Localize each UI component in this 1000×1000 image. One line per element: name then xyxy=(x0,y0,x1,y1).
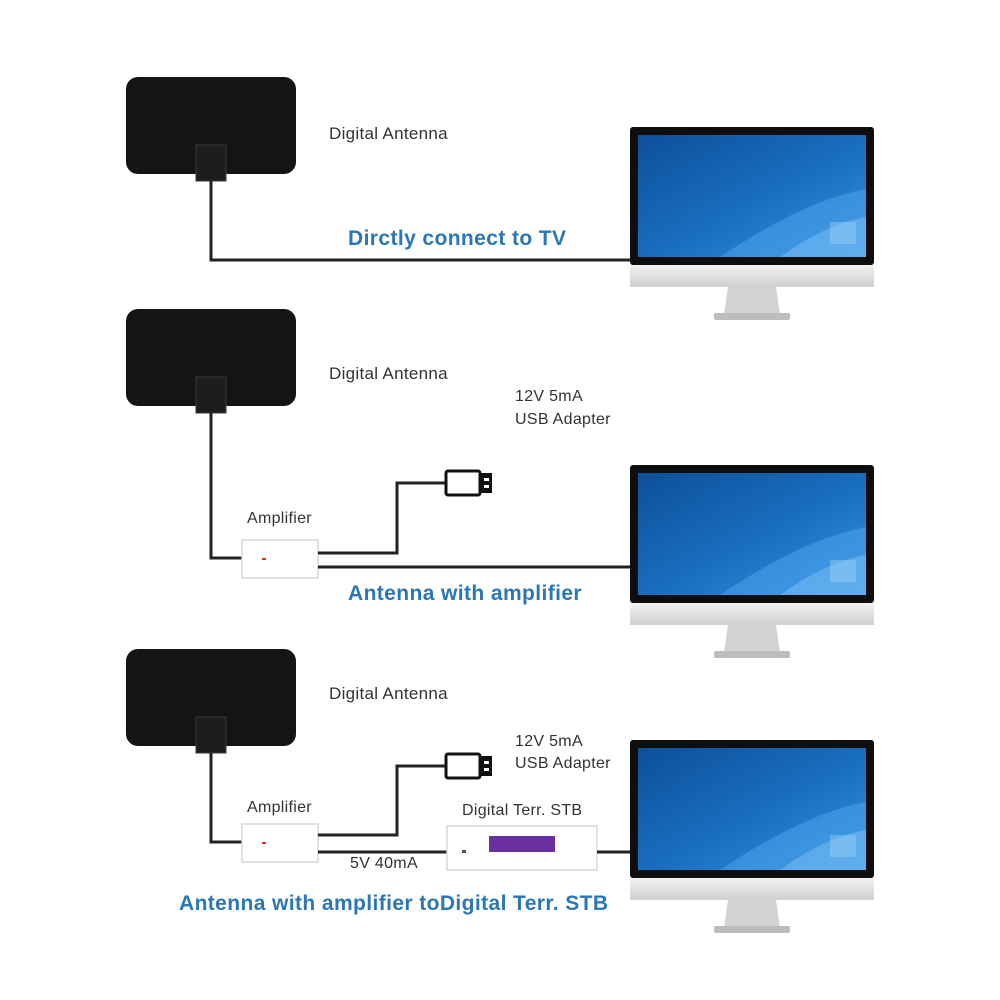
amplifier xyxy=(241,539,319,579)
tv-monitor xyxy=(630,127,874,320)
usb-plug-icon xyxy=(444,469,494,497)
usb-adapter-label: USB Adapter xyxy=(515,411,611,428)
power-spec-label: 5V 40mA xyxy=(350,855,418,872)
amplifier xyxy=(241,823,319,863)
coax-cable xyxy=(209,753,242,844)
coax-cable xyxy=(209,181,632,262)
power-cable xyxy=(318,481,445,555)
caption-antenna-amplifier-stb: Antenna with amplifier toDigital Terr. S… xyxy=(179,892,609,915)
usb-adapter-spec: 12V 5mA xyxy=(515,733,583,750)
digital-terr-stb xyxy=(446,825,598,871)
amplifier-label: Amplifier xyxy=(247,510,312,527)
digital-antenna xyxy=(125,308,297,414)
amplifier-label: Amplifier xyxy=(247,799,312,816)
antenna-label: Digital Antenna xyxy=(329,684,448,703)
usb-adapter-label: USB Adapter xyxy=(515,755,611,772)
power-cable xyxy=(318,764,445,837)
stb-label: Digital Terr. STB xyxy=(462,802,583,819)
caption-antenna-amplifier: Antenna with amplifier xyxy=(348,582,582,605)
usb-plug-icon xyxy=(444,752,494,780)
caption-direct-connect: Dirctly connect to TV xyxy=(348,227,567,250)
antenna-label: Digital Antenna xyxy=(329,124,448,143)
usb-adapter-spec: 12V 5mA xyxy=(515,388,583,405)
digital-antenna xyxy=(125,76,297,182)
tv-monitor xyxy=(630,740,874,933)
tv-monitor xyxy=(630,465,874,658)
coax-cable xyxy=(209,413,242,560)
digital-antenna xyxy=(125,648,297,754)
antenna-label: Digital Antenna xyxy=(329,364,448,383)
